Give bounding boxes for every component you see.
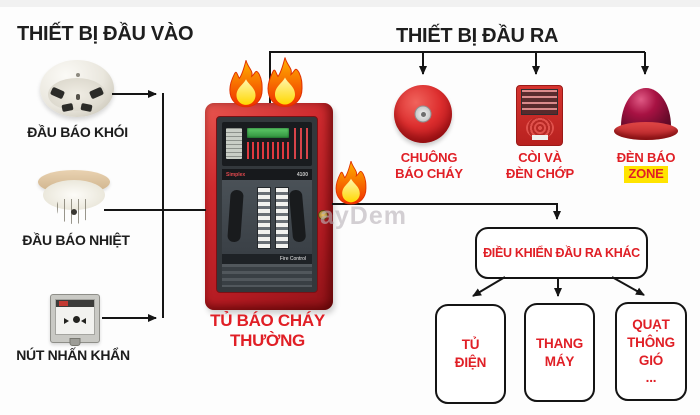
zone-label-line1: ĐÈN BÁO <box>616 150 676 165</box>
box-line: GIÓ <box>638 352 664 368</box>
ventilation-fan-box: QUẠT THÔNG GIÓ ... <box>615 302 687 401</box>
dome-cap <box>621 88 671 126</box>
dome-base <box>614 122 678 140</box>
panel-display-module <box>222 122 312 166</box>
fire-icon <box>229 60 263 108</box>
panel-brand-band: Simplex 4100 <box>222 169 312 180</box>
panel-handset-right <box>288 189 307 243</box>
box-line: ĐIỆN <box>454 355 487 370</box>
box-line: MÁY <box>544 353 575 369</box>
panel-brand-text: Simplex <box>226 171 246 178</box>
heat-detector-sensor <box>71 208 78 215</box>
panel-lcd-screen <box>247 128 289 138</box>
watermark: ayDem <box>320 202 407 230</box>
smoke-detector-image <box>40 60 114 117</box>
horn-strobe-image <box>516 85 563 146</box>
fire-alarm-control-panel-image: Simplex 4100 Fire Control <box>205 103 333 310</box>
horn-grille <box>525 117 554 139</box>
panel-keyhole <box>318 210 328 220</box>
bell-label-line1: CHUÔNG <box>400 150 458 165</box>
horn-label-line2: ĐÈN CHỚP <box>506 166 574 182</box>
call-point-label: NÚT NHẤN KHẨN <box>16 347 130 363</box>
bell-label-line2: BÁO CHÁY <box>395 166 463 182</box>
box-line: THANG <box>536 335 583 351</box>
control-box-label: ĐIỀU KHIỂN ĐẦU RA KHÁC <box>483 246 640 260</box>
top-border-strip <box>0 0 700 7</box>
panel-label-line1: TỦ BÁO CHÁY <box>210 311 325 330</box>
bell-label: CHUÔNG BÁO CHÁY <box>388 150 470 183</box>
panel-window: Simplex 4100 Fire Control <box>216 116 318 293</box>
heat-detector-label: ĐẦU BÁO NHIỆT <box>22 232 130 248</box>
wire-panel-to-output-bus <box>269 51 645 103</box>
panel-label: TỦ BÁO CHÁY THƯỜNG <box>190 311 345 350</box>
call-point-logo <box>59 301 68 306</box>
panel-fire-control-band: Fire Control <box>222 254 312 264</box>
zone-indicator-lamp-image <box>614 88 678 140</box>
call-point-button <box>72 316 80 324</box>
box-line: TỦ <box>461 337 480 353</box>
smoke-detector-label: ĐẦU BÁO KHÓI <box>27 124 128 140</box>
elevator-box: THANG MÁY <box>524 303 595 402</box>
smoke-detector-center <box>75 94 80 101</box>
panel-keypad <box>226 128 242 159</box>
fire-bell-image <box>394 85 452 143</box>
box-line: QUẠT <box>632 317 670 333</box>
wire-to-tudien <box>472 276 506 297</box>
horn-label-tag <box>531 135 548 140</box>
input-section-title: THIẾT BỊ ĐẦU VÀO <box>17 23 194 45</box>
manual-call-point-image <box>50 294 100 346</box>
electrical-cabinet-box: TỦ ĐIỆN <box>435 304 506 404</box>
panel-led-grid <box>247 142 289 159</box>
panel-handset-left <box>227 189 244 243</box>
output-section-title: THIẾT BỊ ĐẦU RA <box>396 25 559 47</box>
horn-mechanism <box>521 89 558 115</box>
call-point-arrow-right <box>80 317 86 324</box>
box-ellipsis: ... <box>645 370 657 386</box>
panel-louver <box>222 264 312 287</box>
panel-led-column <box>294 128 312 159</box>
call-point-knob <box>69 338 81 346</box>
call-point-header <box>56 300 94 307</box>
heat-detector-image <box>38 168 110 228</box>
panel-phone-bay <box>222 180 312 254</box>
wire-to-quat <box>611 276 645 296</box>
horn-label: CÒI VÀ ĐÈN CHỚP <box>500 150 580 183</box>
bell-hub <box>414 105 432 123</box>
panel-model-text: 4100 <box>296 171 308 178</box>
fire-icon <box>335 161 367 205</box>
call-point-face <box>55 299 95 335</box>
zone-lamp-label: ĐÈN BÁO ZONE <box>608 150 684 183</box>
zone-label-highlight: ZONE <box>624 166 668 183</box>
box-line: THÔNG <box>627 334 675 350</box>
panel-switch-column <box>257 187 271 249</box>
panel-switch-column <box>275 187 289 249</box>
panel-label-line2: THƯỜNG <box>230 330 305 350</box>
fire-icon <box>267 57 303 108</box>
smoke-detector-led <box>76 72 81 77</box>
horn-label-line1: CÒI VÀ <box>518 150 562 165</box>
other-output-control-box: ĐIỀU KHIỂN ĐẦU RA KHÁC <box>475 227 648 279</box>
call-point-arrow-left <box>64 317 70 324</box>
